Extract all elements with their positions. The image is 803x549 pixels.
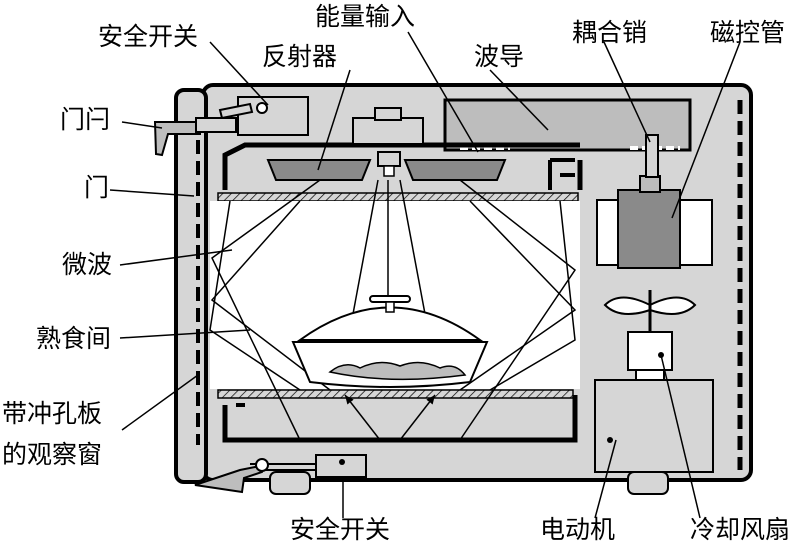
label-coupling-pin: 耦合销 [572, 18, 648, 47]
stirrer-motor [352, 107, 424, 145]
label-window-line1: 带冲孔板 [2, 399, 103, 428]
electric-motor [269, 379, 714, 495]
label-cooking-chamber: 熟食间 [36, 324, 112, 353]
door-latch [153, 117, 237, 157]
label-safety-switch-top: 安全开关 [98, 22, 199, 51]
magnetron [596, 134, 713, 269]
label-door-latch: 门闩 [60, 105, 111, 134]
label-microwave: 微波 [62, 250, 113, 279]
microwave-rays [209, 179, 577, 441]
label-cooling-fan: 冷却风扇 [690, 515, 791, 544]
label-safety-switch-bottom: 安全开关 [290, 515, 391, 544]
leader-lines [109, 31, 741, 519]
reflector [266, 151, 507, 181]
door [196, 100, 207, 470]
label-door: 门 [84, 173, 110, 202]
label-waveguide: 波导 [474, 42, 525, 71]
top-plate [217, 192, 579, 202]
label-reflector: 反射器 [262, 42, 338, 71]
label-motor: 电动机 [540, 515, 616, 544]
label-magnetron: 磁控管 [710, 18, 786, 47]
safety-switch-top [218, 96, 309, 136]
label-window-line2: 的观察窗 [2, 440, 103, 469]
label-energy-input: 能量输入 [315, 2, 416, 31]
safety-switch-bottom [194, 454, 367, 494]
food-dish [291, 295, 489, 388]
bottom-plate [217, 389, 574, 399]
